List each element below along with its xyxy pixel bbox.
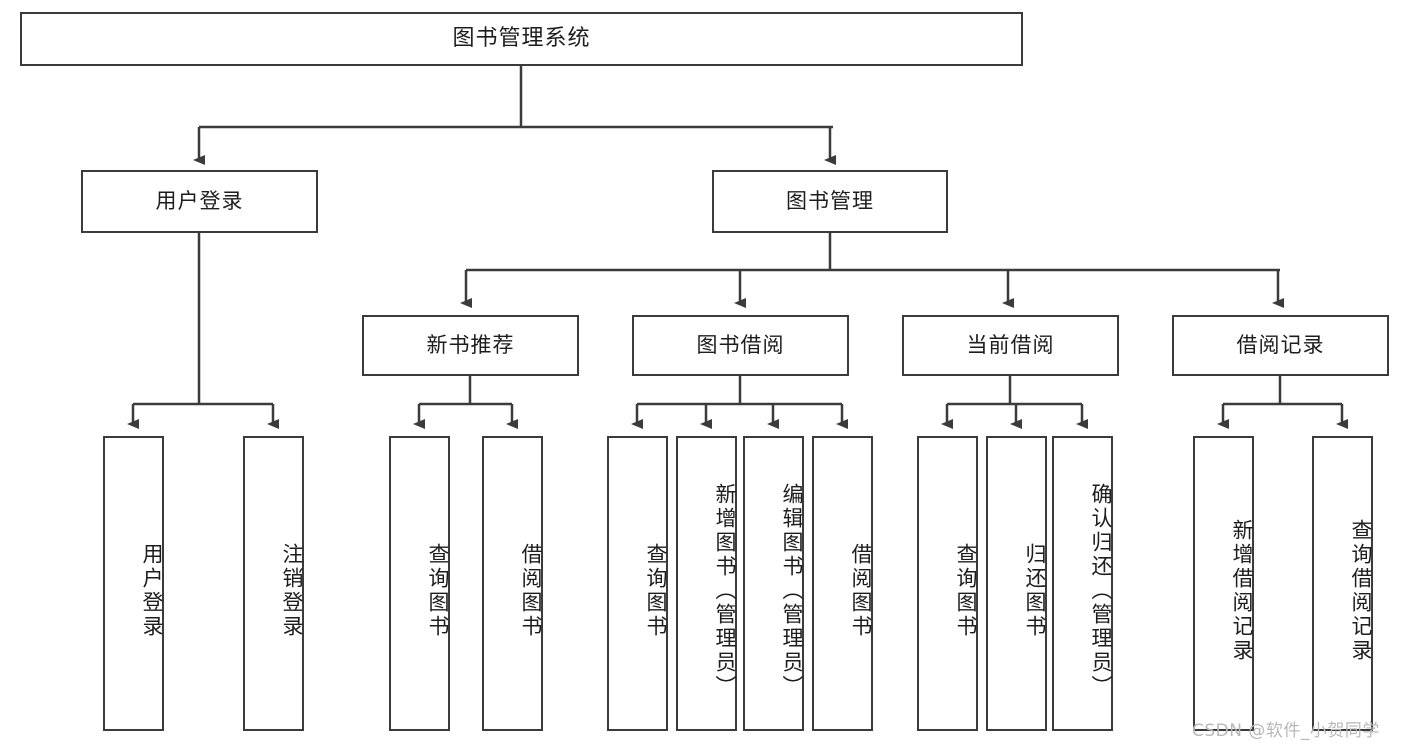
node-label: 查询图书: [426, 542, 450, 639]
leaf-recommend-borrow-book[interactable]: 借阅图书: [482, 436, 543, 731]
node-label: 新增借阅记录: [1230, 518, 1254, 663]
node-root-book-management-system[interactable]: 图书管理系统: [20, 12, 1023, 66]
node-label: 借阅图书: [519, 542, 543, 639]
leaf-borrow-borrow-book[interactable]: 借阅图书: [812, 436, 873, 731]
leaf-borrow-add-book-admin[interactable]: 新增图书（管理员）: [676, 436, 737, 731]
leaf-current-confirm-return-admin[interactable]: 确认归还（管理员）: [1052, 436, 1113, 731]
node-label: 查询借阅记录: [1349, 518, 1373, 663]
node-book-management[interactable]: 图书管理: [712, 170, 948, 233]
node-label: 归还图书: [1023, 542, 1047, 639]
node-label: 图书管理: [786, 188, 874, 213]
node-label: 图书管理系统: [452, 25, 591, 51]
node-label: 确认归还（管理员）: [1089, 482, 1113, 699]
node-current-borrow[interactable]: 当前借阅: [902, 315, 1119, 376]
node-label: 用户登录: [140, 542, 164, 639]
node-label: 借阅记录: [1236, 332, 1325, 357]
node-new-book-recommend[interactable]: 新书推荐: [362, 315, 579, 376]
node-label: 新书推荐: [426, 332, 515, 357]
node-label: 注销登录: [280, 542, 304, 639]
leaf-user-login-logout[interactable]: 注销登录: [243, 436, 304, 731]
leaf-record-add-record[interactable]: 新增借阅记录: [1193, 436, 1254, 731]
leaf-current-return-book[interactable]: 归还图书: [986, 436, 1047, 731]
node-user-login[interactable]: 用户登录: [81, 170, 318, 233]
leaf-recommend-query-book[interactable]: 查询图书: [389, 436, 450, 731]
csdn-watermark: CSDN @软件_小贺同学: [1192, 721, 1380, 741]
node-label: 用户登录: [155, 188, 244, 213]
node-borrow-record[interactable]: 借阅记录: [1172, 315, 1389, 376]
leaf-current-query-book[interactable]: 查询图书: [917, 436, 978, 731]
node-label: 编辑图书（管理员）: [780, 482, 804, 699]
node-label: 借阅图书: [849, 542, 873, 639]
node-label: 当前借阅: [966, 332, 1055, 357]
leaf-record-query-record[interactable]: 查询借阅记录: [1312, 436, 1373, 731]
node-label: 查询图书: [644, 542, 668, 639]
leaf-borrow-edit-book-admin[interactable]: 编辑图书（管理员）: [743, 436, 804, 731]
node-label: 新增图书（管理员）: [713, 482, 737, 699]
leaf-user-login-login[interactable]: 用户登录: [103, 436, 164, 731]
node-label: 图书借阅: [696, 332, 785, 357]
leaf-borrow-query-book[interactable]: 查询图书: [607, 436, 668, 731]
node-label: 查询图书: [954, 542, 978, 639]
node-book-borrow[interactable]: 图书借阅: [632, 315, 849, 376]
